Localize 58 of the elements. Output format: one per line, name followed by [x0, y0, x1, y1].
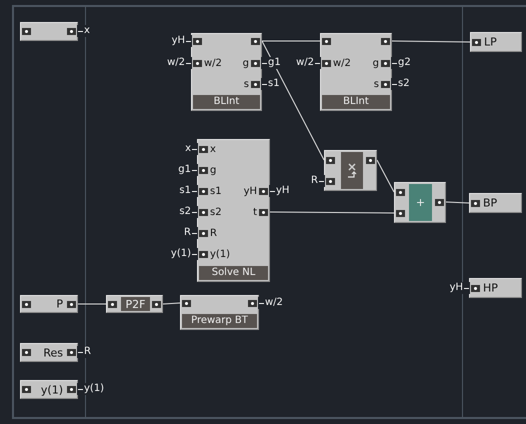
wire-label: g2 — [391, 57, 411, 69]
module-label: LP — [484, 36, 497, 48]
wire-label: g1 — [178, 164, 198, 176]
port-label: g — [242, 58, 249, 70]
wire — [392, 40, 470, 42]
wire-label: x — [77, 25, 90, 37]
module-label: y(1) — [40, 383, 63, 396]
module-label: P2F — [126, 298, 146, 310]
module-box — [469, 193, 522, 213]
module-box — [106, 295, 163, 313]
module-label: P — [56, 298, 63, 310]
port-label: s2 — [210, 207, 222, 219]
wire-label: w/2 — [296, 57, 321, 69]
wire — [262, 40, 320, 42]
module-label: HP — [483, 282, 498, 294]
wire-label: R — [77, 346, 91, 358]
module-label: Res — [43, 346, 63, 359]
wire-label: yH — [450, 282, 470, 294]
wire-label: s2 — [179, 206, 198, 218]
wire-label: s2 — [391, 78, 410, 90]
wire — [376, 160, 394, 192]
module-label: + — [416, 196, 426, 209]
wire-label: s1 — [261, 78, 280, 90]
module-title: Solve NL — [199, 266, 268, 280]
wire — [162, 302, 180, 304]
module-title: Prewarp BT — [182, 314, 257, 328]
wire-label: x — [185, 143, 198, 155]
port-label: s1 — [210, 186, 222, 198]
wire-label: yH — [172, 35, 192, 47]
port-label: t — [253, 207, 257, 219]
port-label: g — [372, 58, 379, 70]
module-title: BLInt — [322, 95, 390, 109]
wire-label: g1 — [261, 57, 281, 69]
wire-label: w/2 — [167, 57, 192, 69]
wire — [446, 202, 470, 204]
port-label: x — [210, 144, 216, 156]
wire-label: yH — [269, 185, 290, 197]
wire — [262, 40, 324, 160]
module-box — [20, 295, 78, 313]
port-label: s — [374, 79, 379, 91]
port-label: w/2 — [204, 58, 222, 70]
module-box — [394, 182, 446, 223]
port-label: w/2 — [333, 58, 351, 70]
module-label: BP — [483, 196, 498, 210]
port-label: R — [210, 228, 217, 240]
wire-label: R — [311, 175, 325, 187]
port-label: g — [210, 165, 216, 177]
wire-label: y(1) — [77, 383, 104, 395]
port-label: s — [244, 79, 249, 91]
module-box — [470, 32, 522, 52]
port-label: y(1) — [210, 249, 230, 261]
wire-label: s1 — [179, 185, 198, 197]
wire — [270, 212, 394, 214]
module-title: BLInt — [193, 95, 260, 109]
wire-label: y(1) — [170, 248, 198, 260]
wire-label: R — [184, 227, 198, 239]
wire-label: w/2 — [258, 297, 283, 309]
port-label: yH — [244, 186, 257, 198]
